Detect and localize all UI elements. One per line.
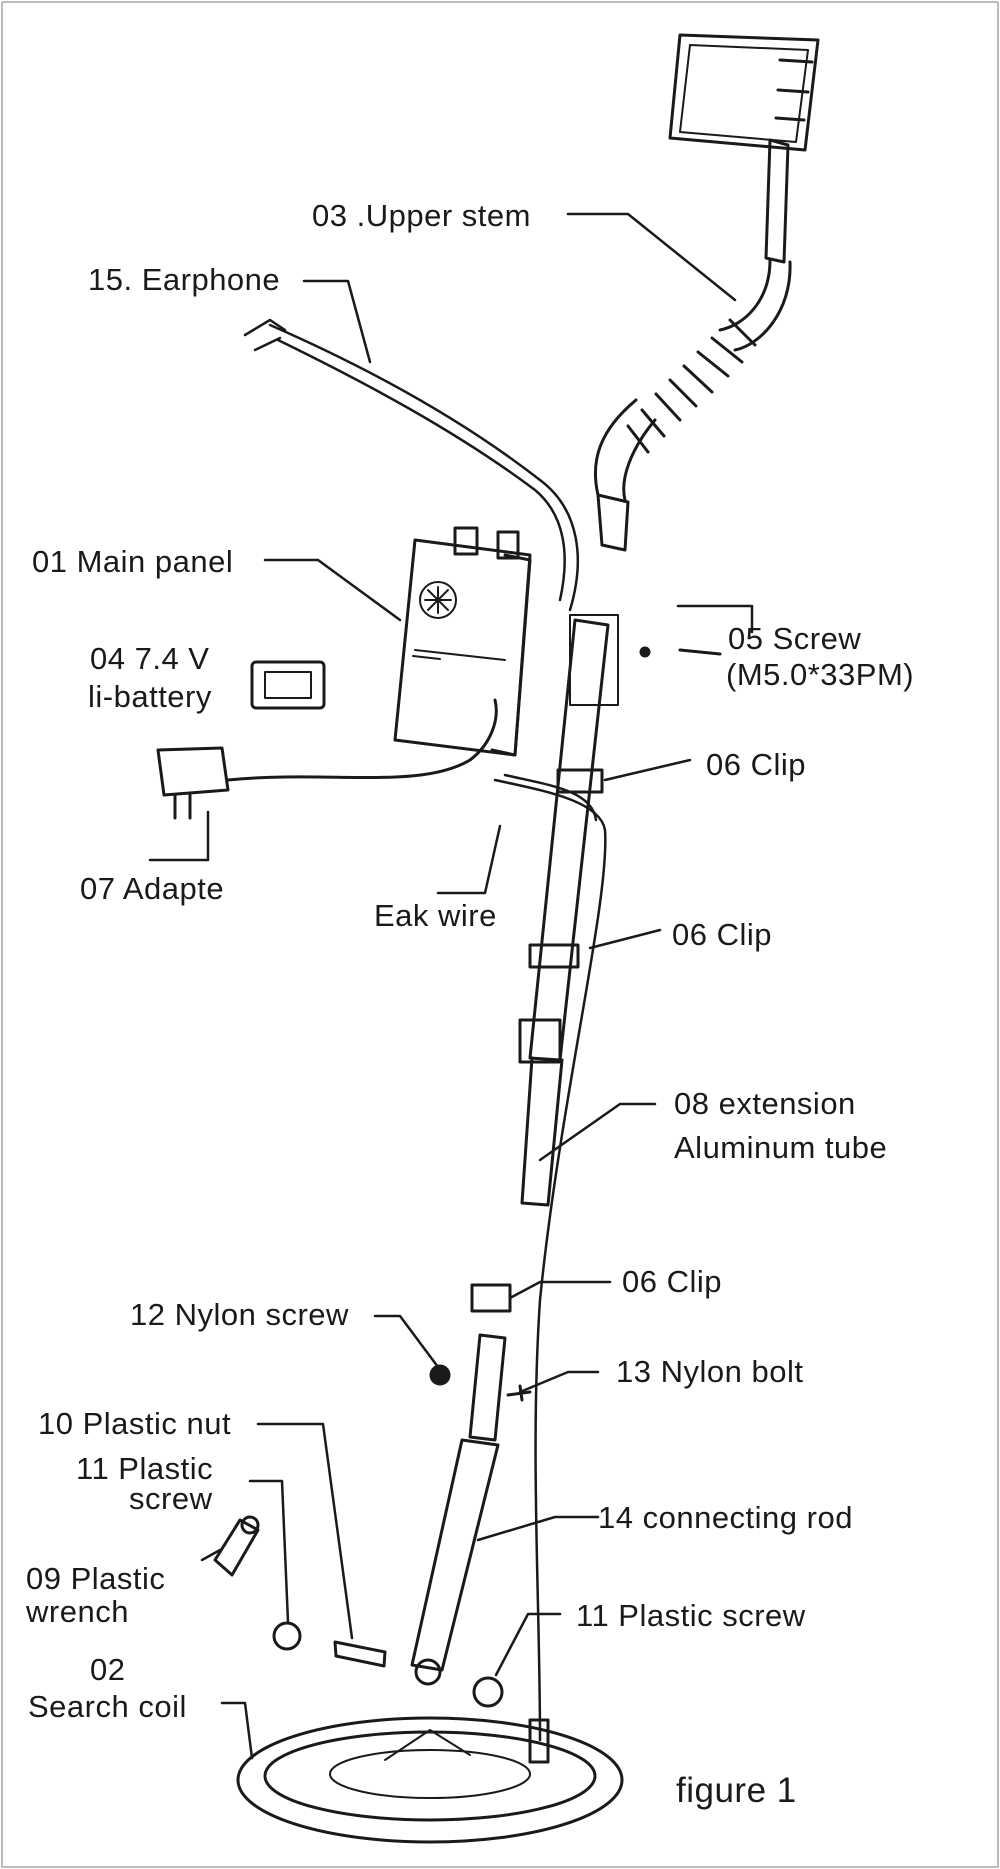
label-screw-line2: (M5.0*33PM) <box>726 657 915 692</box>
lower-rod <box>410 1333 507 1686</box>
label-extension-line2: Aluminum tube <box>674 1130 888 1165</box>
label-extension-line1: 08 extension <box>674 1086 856 1121</box>
label-plastic-nut: 10 Plastic nut <box>38 1406 232 1441</box>
figure-caption: figure 1 <box>676 1771 797 1810</box>
label-leak-wire: Eak wire <box>374 898 497 933</box>
adapter <box>156 698 498 820</box>
label-screw-line1: 05 Screw <box>728 621 862 656</box>
label-nylon-bolt: 13 Nylon bolt <box>616 1354 804 1389</box>
label-plastic-screw-a-line2: screw <box>129 1481 213 1516</box>
label-main-panel: 01 Main panel <box>32 544 234 579</box>
main-panel <box>393 526 532 757</box>
main-tube <box>470 614 619 1313</box>
battery <box>250 660 326 710</box>
label-battery-line2: li-battery <box>88 679 212 714</box>
upper-stem-handle <box>668 33 820 264</box>
label-search-coil-line1: 02 <box>90 1652 126 1687</box>
label-nylon-screw: 12 Nylon screw <box>130 1297 349 1332</box>
label-clip-1: 06 Clip <box>706 747 806 782</box>
earphone-cable <box>243 318 579 612</box>
label-wrench-line1: 09 Plastic <box>26 1561 166 1596</box>
label-battery-line1: 04 7.4 V <box>90 641 210 676</box>
label-earphone: 15. Earphone <box>88 262 281 297</box>
label-plastic-screw-b: 11 Plastic screw <box>576 1598 806 1633</box>
label-search-coil-line2: Search coil <box>28 1689 187 1724</box>
label-clip-3: 06 Clip <box>622 1264 722 1299</box>
label-connecting-rod: 14 connecting rod <box>598 1500 853 1535</box>
leader-lines <box>148 212 754 1760</box>
label-plastic-screw-a-line1: 11 Plastic <box>76 1451 214 1486</box>
label-upper-stem: 03 .Upper stem <box>312 198 531 233</box>
label-adapter: 07 Adapte <box>80 871 225 906</box>
upper-stem-bend <box>593 258 792 552</box>
label-clip-2: 06 Clip <box>672 917 772 952</box>
search-coil <box>236 1716 624 1844</box>
extension-cable <box>493 773 607 1742</box>
label-wrench-line2: wrench <box>26 1594 129 1629</box>
small-parts <box>213 646 722 1708</box>
